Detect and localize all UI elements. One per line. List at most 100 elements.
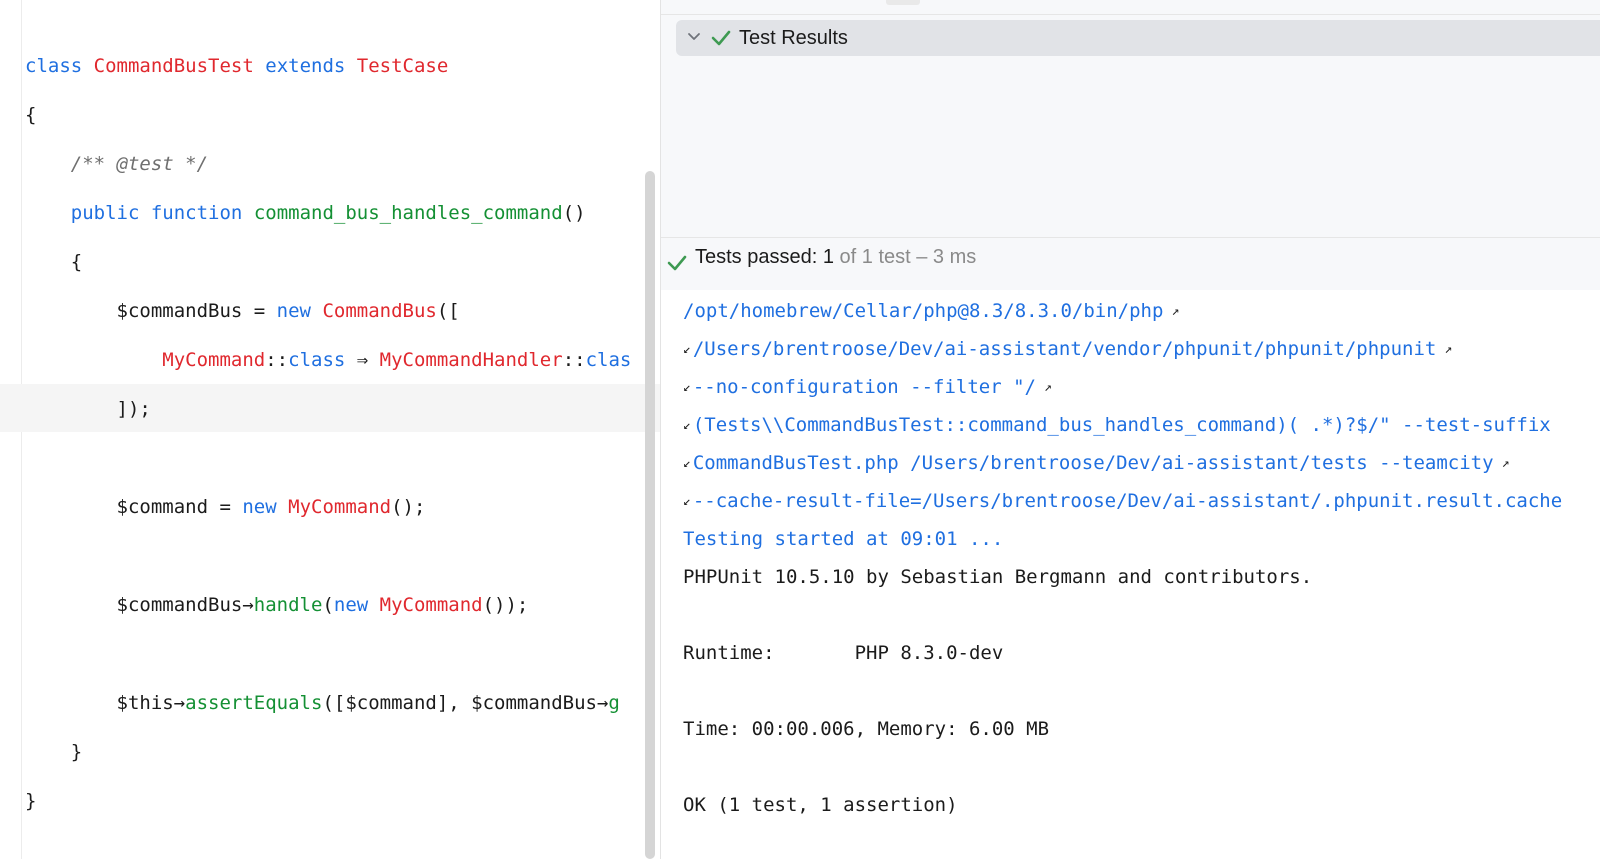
code-token: MyCommandHandler bbox=[379, 349, 563, 371]
code-token bbox=[277, 496, 288, 518]
code-token bbox=[25, 349, 162, 371]
console-link-line[interactable]: ↙--no-configuration --filter "/ ↗ bbox=[683, 374, 1054, 401]
console-text: PHPUnit 10.5.10 by Sebastian Bergmann an… bbox=[683, 566, 1313, 588]
code-token: $commandBus→ bbox=[25, 594, 254, 616]
test-results-tree-root[interactable]: Test Results bbox=[676, 20, 1600, 56]
console-text-line: OK (1 test, 1 assertion) bbox=[683, 792, 958, 818]
code-token bbox=[25, 202, 71, 224]
code-token: clas bbox=[585, 349, 632, 371]
soft-wrap-icon: ↗ bbox=[1044, 379, 1052, 395]
console-text: Runtime: PHP 8.3.0-dev bbox=[683, 642, 1004, 664]
code-line: public function command_bus_handles_comm… bbox=[25, 199, 586, 227]
code-editor[interactable]: class CommandBusTest extends TestCase { /… bbox=[0, 0, 660, 859]
code-token: g bbox=[608, 692, 620, 714]
code-token: class bbox=[288, 349, 346, 371]
code-token bbox=[242, 202, 253, 224]
code-line: { bbox=[25, 248, 82, 276]
code-token: { bbox=[25, 104, 37, 126]
code-token: assertEquals bbox=[185, 692, 323, 714]
code-token: CommandBus bbox=[322, 300, 437, 322]
pane-divider[interactable] bbox=[660, 0, 661, 859]
console-text-line: Time: 00:00.006, Memory: 6.00 MB bbox=[683, 716, 1049, 742]
code-token: MyCommand bbox=[288, 496, 392, 518]
code-token: command_bus_handles_command bbox=[253, 202, 563, 224]
console-output[interactable]: /opt/homebrew/Cellar/php@8.3/8.3.0/bin/p… bbox=[661, 290, 1600, 859]
code-line: class CommandBusTest extends TestCase bbox=[25, 52, 448, 80]
code-token: class bbox=[25, 55, 83, 77]
console-text: /Users/brentroose/Dev/ai-assistant/vendo… bbox=[692, 338, 1437, 360]
tests-passed-label: Tests passed: bbox=[695, 246, 818, 268]
code-line: /** @test */ bbox=[25, 150, 208, 178]
code-line: $this→assertEquals([$command], $commandB… bbox=[25, 689, 620, 717]
console-text: CommandBusTest.php /Users/brentroose/Dev… bbox=[692, 452, 1494, 474]
code-token: new bbox=[276, 300, 311, 322]
console-link-line[interactable]: ↙CommandBusTest.php /Users/brentroose/De… bbox=[683, 450, 1511, 477]
code-token: { bbox=[25, 251, 83, 273]
toolbar-tab[interactable] bbox=[886, 0, 920, 5]
console-text: Testing started at 09:01 ... bbox=[683, 528, 1004, 550]
console-link-line[interactable]: Testing started at 09:01 ... bbox=[683, 526, 1003, 552]
console-text: OK (1 test, 1 assertion) bbox=[683, 794, 958, 816]
panel-toolbar-border bbox=[661, 14, 1600, 15]
tests-passed-count: 1 bbox=[822, 246, 834, 268]
code-token bbox=[368, 594, 379, 616]
code-token bbox=[25, 153, 71, 175]
soft-wrap-icon: ↙ bbox=[683, 341, 691, 357]
code-line: $commandBus→handle(new MyCommand()); bbox=[25, 591, 529, 619]
console-text-line: PHPUnit 10.5.10 by Sebastian Bergmann an… bbox=[683, 564, 1312, 590]
console-link-line[interactable]: /opt/homebrew/Cellar/php@8.3/8.3.0/bin/p… bbox=[683, 298, 1181, 325]
editor-scrollbar[interactable] bbox=[645, 171, 655, 859]
console-text: (Tests\\CommandBusTest::command_bus_hand… bbox=[692, 414, 1551, 436]
soft-wrap-icon: ↙ bbox=[683, 379, 691, 395]
code-token: function bbox=[150, 202, 243, 224]
code-token: $command = bbox=[25, 496, 243, 518]
code-line: } bbox=[25, 738, 82, 766]
soft-wrap-icon: ↙ bbox=[683, 417, 691, 433]
console-text: --no-configuration --filter "/ bbox=[692, 376, 1036, 398]
soft-wrap-icon: ↗ bbox=[1501, 455, 1510, 471]
code-token bbox=[82, 55, 93, 77]
code-token bbox=[311, 300, 322, 322]
code-line: MyCommand::class ⇒ MyCommandHandler::cla… bbox=[25, 346, 631, 374]
code-token: MyCommand bbox=[379, 594, 483, 616]
code-token: extends bbox=[265, 55, 346, 77]
code-token: TestCase bbox=[356, 55, 449, 77]
tests-passed-detail: of 1 test – 3 ms bbox=[839, 246, 977, 268]
console-link-line[interactable]: ↙--cache-result-file=/Users/brentroose/D… bbox=[683, 488, 1562, 515]
code-line: { bbox=[25, 101, 36, 129]
tests-passed-summary: Tests passed: 1 of 1 test – 3 ms bbox=[695, 245, 976, 269]
current-line-highlight bbox=[0, 384, 660, 432]
code-line: $command = new MyCommand(); bbox=[25, 493, 426, 521]
code-token: MyCommand bbox=[162, 349, 266, 371]
code-token bbox=[254, 55, 265, 77]
code-token: handle bbox=[253, 594, 323, 616]
code-token bbox=[345, 55, 356, 77]
console-text: --cache-result-file=/Users/brentroose/De… bbox=[692, 490, 1563, 512]
code-token: /** @test */ bbox=[70, 153, 209, 175]
soft-wrap-icon: ↗ bbox=[1171, 303, 1180, 319]
code-token: ()); bbox=[482, 594, 529, 616]
code-token: :: bbox=[265, 349, 289, 371]
console-link-line[interactable]: ↙(Tests\\CommandBusTest::command_bus_han… bbox=[683, 412, 1551, 439]
code-token: () bbox=[562, 202, 586, 224]
code-token: public bbox=[70, 202, 140, 224]
check-icon bbox=[711, 30, 731, 46]
test-results-label: Test Results bbox=[739, 27, 848, 49]
console-text: Time: 00:00.006, Memory: 6.00 MB bbox=[683, 718, 1050, 740]
code-token: ]); bbox=[25, 398, 151, 420]
console-text-line: Runtime: PHP 8.3.0-dev bbox=[683, 640, 1003, 666]
code-token: :: bbox=[562, 349, 586, 371]
code-token: ( bbox=[322, 594, 334, 616]
code-line: } bbox=[25, 787, 36, 815]
chevron-down-icon[interactable] bbox=[684, 26, 704, 48]
code-token: new bbox=[333, 594, 369, 616]
code-token: new bbox=[242, 496, 277, 518]
code-token: ([ bbox=[436, 300, 460, 322]
code-token: } bbox=[25, 741, 83, 763]
code-token: ⇒ bbox=[345, 349, 380, 371]
code-token: $this→ bbox=[25, 692, 186, 714]
code-token: } bbox=[25, 790, 37, 812]
console-link-line[interactable]: ↙/Users/brentroose/Dev/ai-assistant/vend… bbox=[683, 336, 1454, 363]
soft-wrap-icon: ↙ bbox=[683, 455, 691, 471]
code-token: CommandBusTest bbox=[93, 55, 254, 77]
